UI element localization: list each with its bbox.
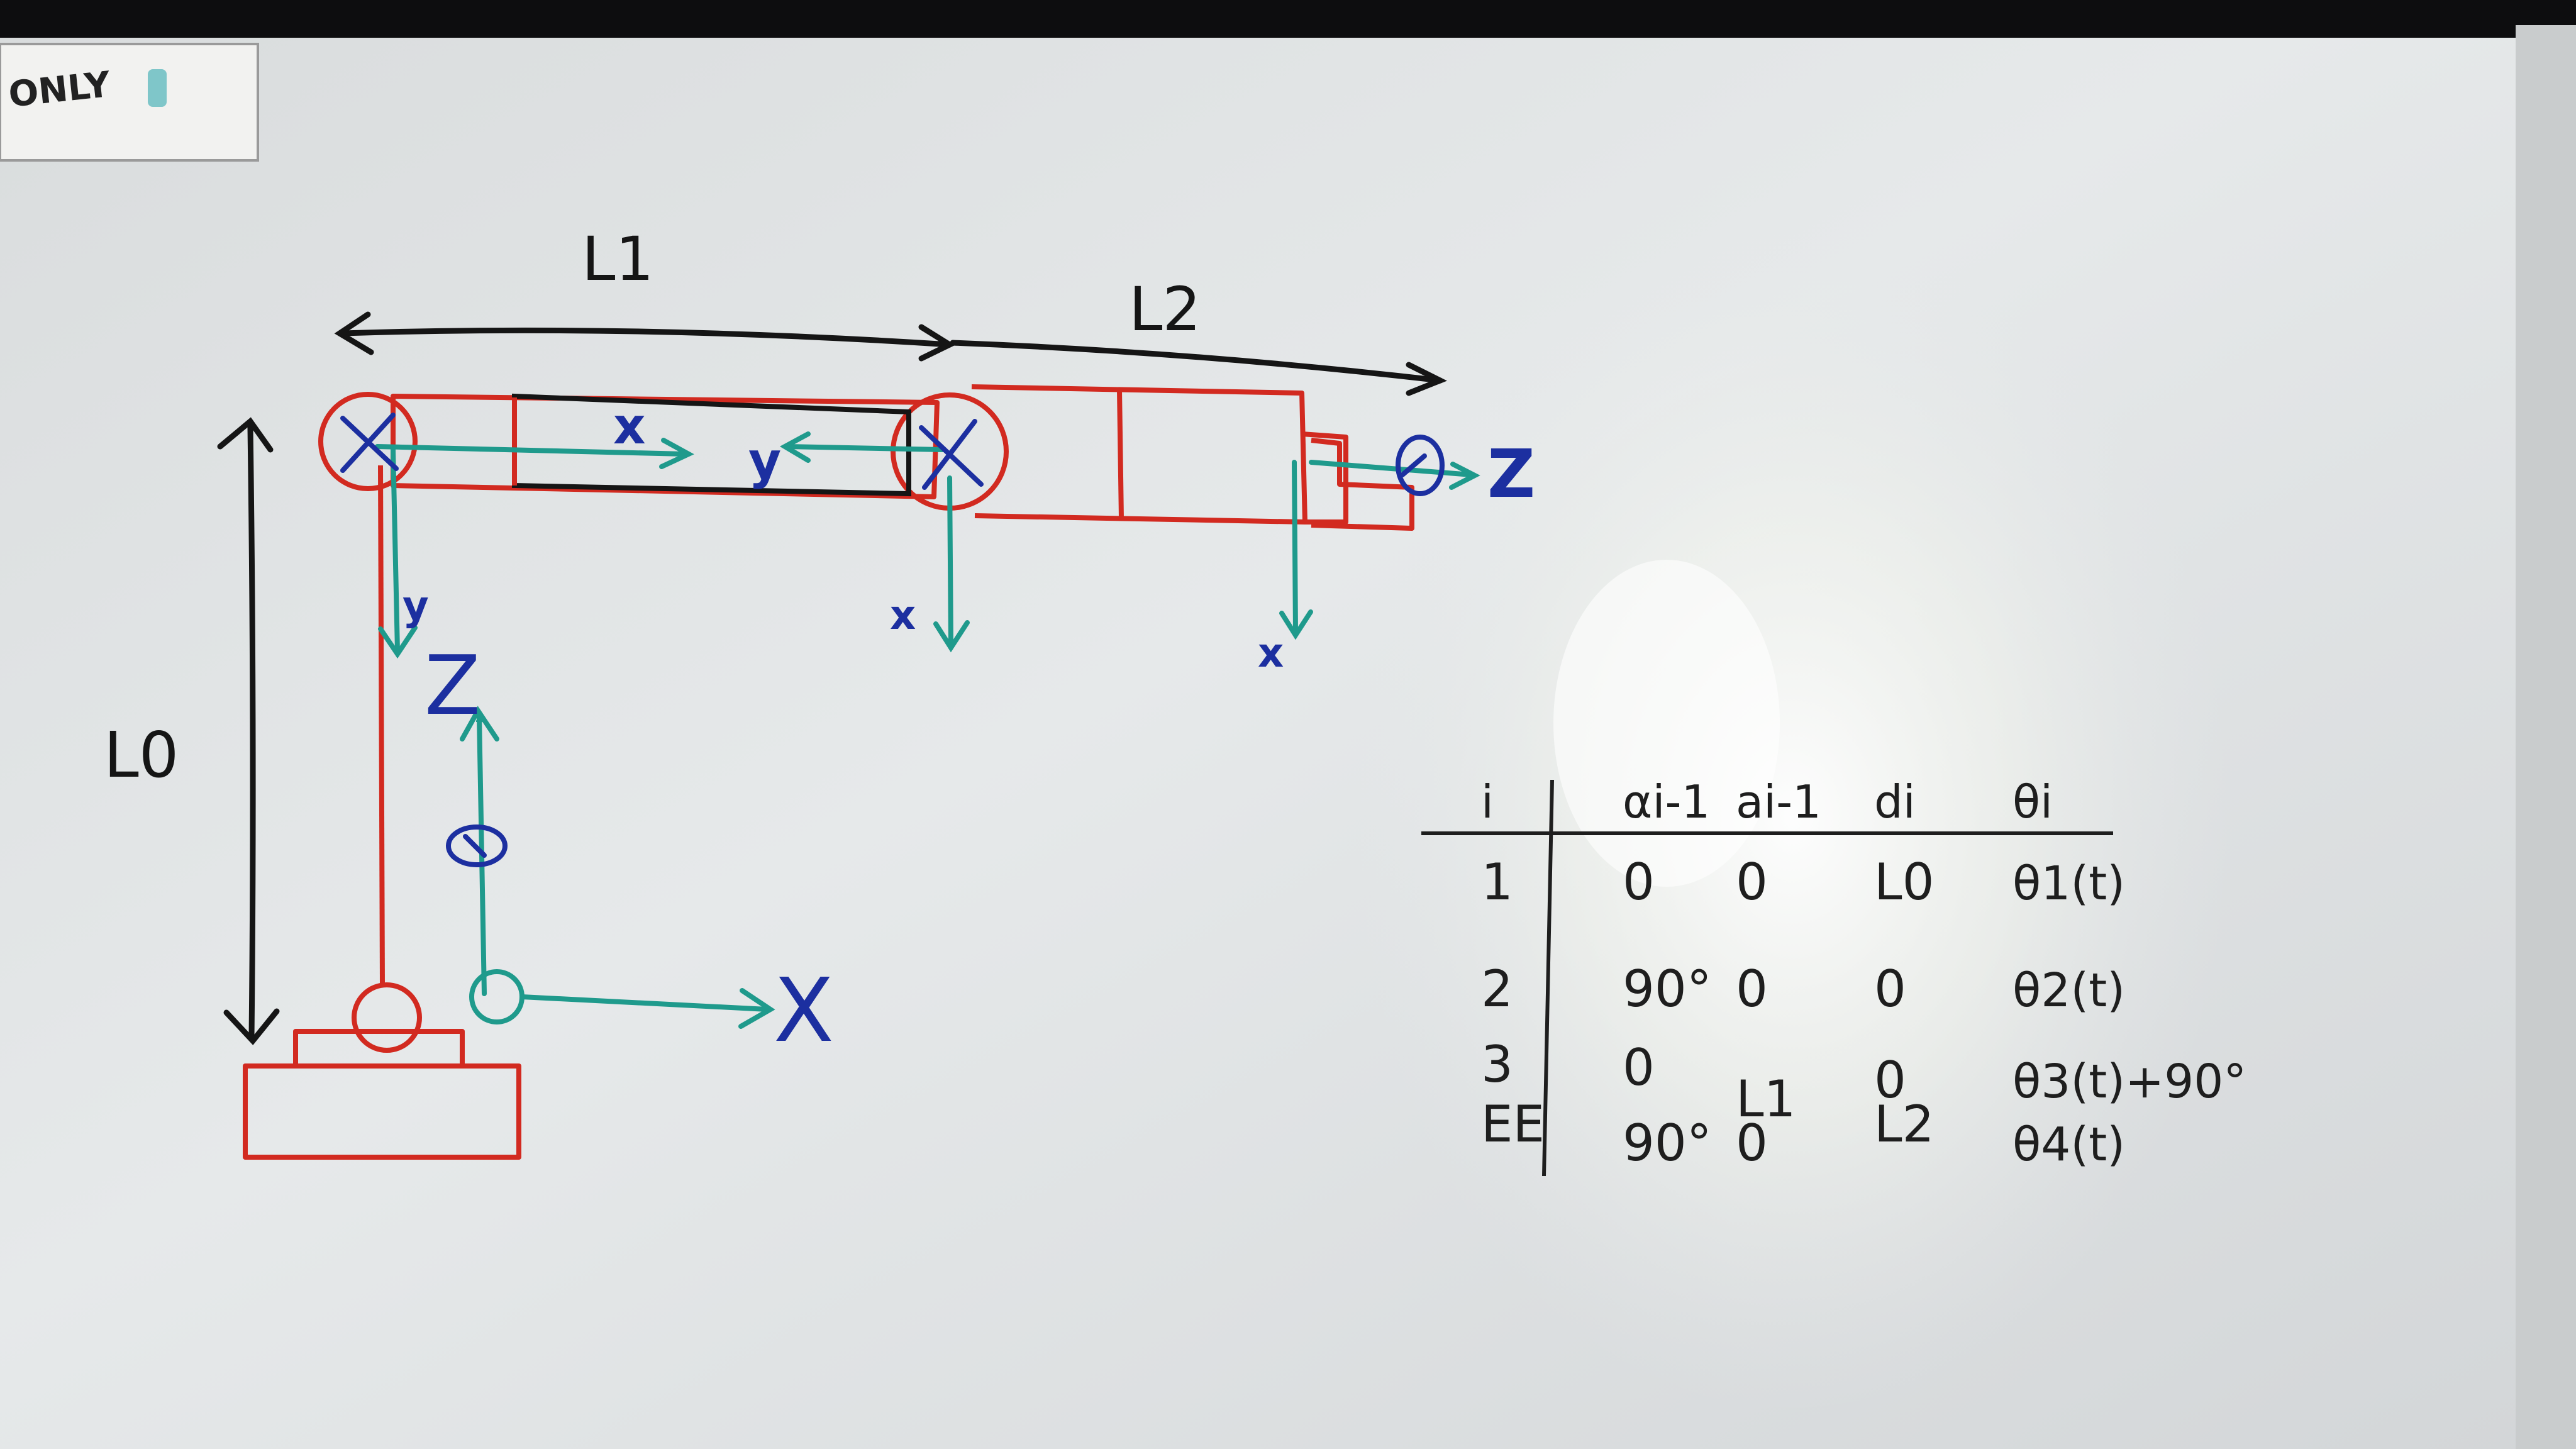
l2-dimension-line [950, 340, 1443, 384]
base-joint [352, 982, 422, 1053]
j2-y-axis [784, 444, 946, 452]
ee-rotation-tick [1400, 453, 1427, 477]
base-x-label: X [774, 960, 834, 1062]
j2-x-arrowhead [933, 620, 970, 653]
base-z-label: Z [425, 638, 480, 733]
ee-x-label: x [1258, 630, 1284, 677]
dh-cell: θ1(t) [2012, 857, 2125, 911]
dh-cell: 0 [1736, 1114, 1768, 1172]
j2-y-label: y [748, 431, 781, 490]
link-2-divider [1117, 389, 1124, 519]
dh-table-column-rule [1542, 779, 1554, 1177]
l1-dimension-line [340, 327, 953, 348]
ee-z-arrowhead [1449, 462, 1480, 490]
rotation-markers [340, 413, 1445, 867]
l0-label: L0 [104, 718, 179, 792]
l1-label: L1 [582, 224, 654, 294]
l2-right-arrowhead [1406, 362, 1447, 396]
sticker-tab [148, 69, 167, 107]
sticker [0, 43, 259, 162]
link-2-outline [971, 384, 1307, 525]
dh-header-cell: αi-1 [1623, 775, 1710, 828]
vertical-link [378, 465, 385, 988]
dh-cell: 0 [1623, 1038, 1655, 1097]
j1-x-arrowhead [659, 438, 694, 469]
base-rotation-icon [446, 824, 508, 867]
board-right-edge [2516, 25, 2576, 1449]
light-glare [1352, 220, 2233, 1415]
ee-z-axis [1309, 460, 1474, 477]
dh-cell: 0 [1736, 853, 1768, 911]
base-x-arrowhead [738, 988, 775, 1029]
dh-cell: 0 [1623, 853, 1655, 911]
j2-rotation-x-icon [919, 419, 984, 490]
dh-cell: 3 [1481, 1035, 1513, 1094]
l0-top-arrowhead [217, 417, 274, 453]
dimension-arrows [217, 311, 1447, 1045]
dh-cell: θ4(t) [2012, 1118, 2125, 1172]
joint-1 [318, 392, 418, 491]
j2-x-axis [947, 475, 953, 647]
dh-header-cell: di [1874, 775, 1916, 828]
dh-cell: L0 [1874, 853, 1934, 911]
dh-header-cell: θi [2012, 775, 2053, 828]
end-effector-tip [1311, 438, 1414, 531]
dh-cell: 90° [1623, 1114, 1712, 1172]
dh-cell: 0 [1874, 960, 1906, 1018]
dh-header-cell: i [1481, 775, 1494, 828]
l0-bottom-arrowhead [223, 1008, 280, 1045]
dh-cell: θ3(t)+90° [2012, 1055, 2246, 1109]
j1-rotation-x-icon [340, 413, 399, 473]
dh-cell: 2 [1481, 960, 1513, 1018]
j2-y-arrowhead [779, 431, 811, 463]
ee-z-label: Z [1487, 436, 1535, 513]
j2-x-label: x [890, 592, 916, 639]
base-rotation-tick [463, 834, 487, 858]
base-z-arrowhead [460, 706, 499, 741]
j1-x-axis [375, 444, 688, 457]
base-plate [293, 1029, 465, 1069]
l1-left-arrowhead [334, 311, 374, 355]
j1-y-arrowhead [378, 625, 418, 659]
dh-header-cell: ai-1 [1736, 775, 1821, 828]
dh-cell: L2 [1874, 1095, 1934, 1153]
l2-label: L2 [1129, 274, 1201, 345]
dh-cell: L1 [1736, 1070, 1796, 1128]
dh-cell: 90° [1623, 960, 1712, 1018]
dh-cell: 1 [1481, 853, 1513, 911]
j1-y-label: y [402, 583, 429, 630]
l1-right-arrowhead [918, 324, 956, 362]
dh-cell: EE [1481, 1095, 1545, 1153]
j1-y-axis [391, 447, 400, 653]
l0-dimension-line [247, 425, 256, 1041]
ee-x-axis [1292, 460, 1298, 635]
dh-cell: 0 [1736, 960, 1768, 1018]
end-effector-flange [1301, 431, 1348, 525]
light-glare-core [1553, 560, 1780, 887]
ee-x-arrowhead [1279, 609, 1313, 640]
j1-x-label: x [613, 397, 646, 455]
dh-cell: 0 [1874, 1051, 1906, 1109]
robot-arm [243, 384, 1414, 1160]
ee-rotation-icon [1396, 435, 1445, 496]
dh-cell: θ2(t) [2012, 963, 2125, 1018]
base-x-axis [519, 994, 770, 1012]
